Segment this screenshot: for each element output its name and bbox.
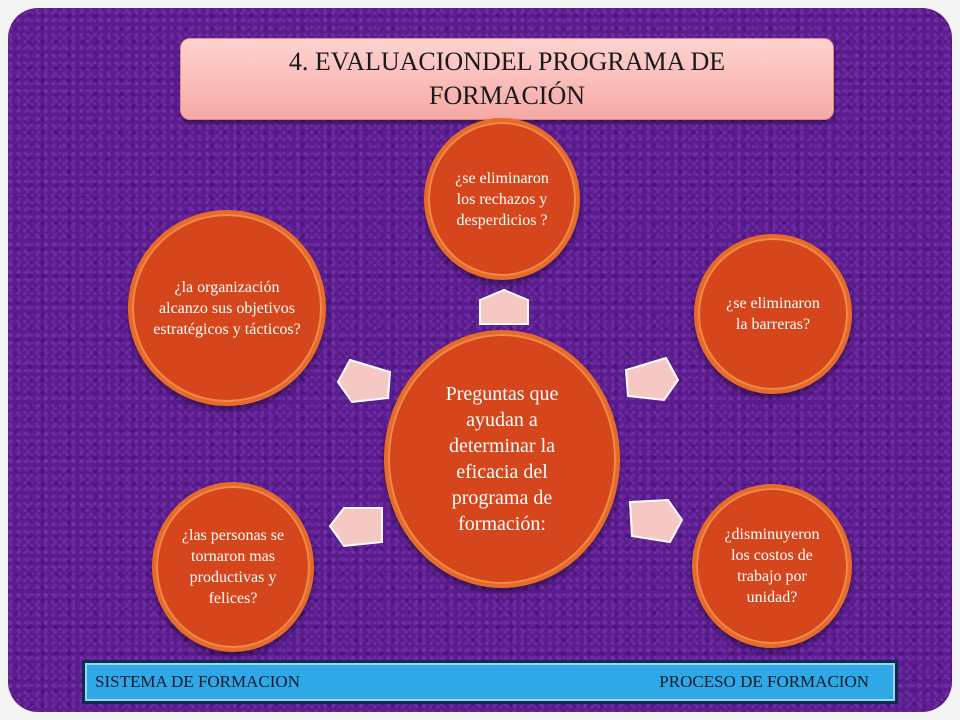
- question-text-top-left: ¿la organización alcanzo sus objetivos e…: [153, 278, 301, 338]
- question-text-top: ¿se eliminaron los rechazos y desperdici…: [455, 169, 549, 229]
- footer-right-label: PROCESO DE FORMACION: [659, 672, 869, 691]
- question-circle-top: ¿se eliminaron los rechazos y desperdici…: [424, 118, 580, 280]
- question-text-bottom-left: ¿las personas se tornaron mas productiva…: [181, 527, 285, 607]
- question-circle-top-right: ¿se eliminaron la barreras?: [694, 234, 852, 394]
- footer-left-label: SISTEMA DE FORMACION: [95, 672, 300, 691]
- title-text: 4. EVALUACIONDEL PROGRAMA DE FORMACIÓN: [247, 45, 767, 113]
- question-circle-top-left: ¿la organización alcanzo sus objetivos e…: [128, 210, 326, 406]
- question-circle-bottom-right: ¿disminuyeron los costos de trabajo por …: [692, 484, 852, 648]
- arrow-to-bottom-right: [628, 498, 684, 544]
- slide-background: 4. EVALUACIONDEL PROGRAMA DE FORMACIÓN P…: [8, 8, 952, 712]
- arrow-to-bottom-left: [328, 507, 383, 548]
- arrow-to-top-left: [336, 358, 392, 404]
- center-text: Preguntas que ayudan a determinar la efi…: [445, 383, 559, 535]
- title-line-1: 4. EVALUACIONDEL PROGRAMA DE: [288, 47, 726, 76]
- arrow-to-top-right: [624, 356, 680, 402]
- title-box: 4. EVALUACIONDEL PROGRAMA DE FORMACIÓN: [180, 38, 834, 120]
- center-circle: Preguntas que ayudan a determinar la efi…: [384, 330, 620, 588]
- footer-bar: SISTEMA DE FORMACION PROCESO DE FORMACIO…: [82, 660, 898, 704]
- question-text-top-right: ¿se eliminaron la barreras?: [726, 295, 820, 333]
- arrow-to-top: [479, 288, 529, 325]
- title-line-2: FORMACIÓN: [428, 81, 586, 110]
- question-circle-bottom-left: ¿las personas se tornaron mas productiva…: [152, 482, 314, 652]
- question-text-bottom-right: ¿disminuyeron los costos de trabajo por …: [724, 526, 820, 606]
